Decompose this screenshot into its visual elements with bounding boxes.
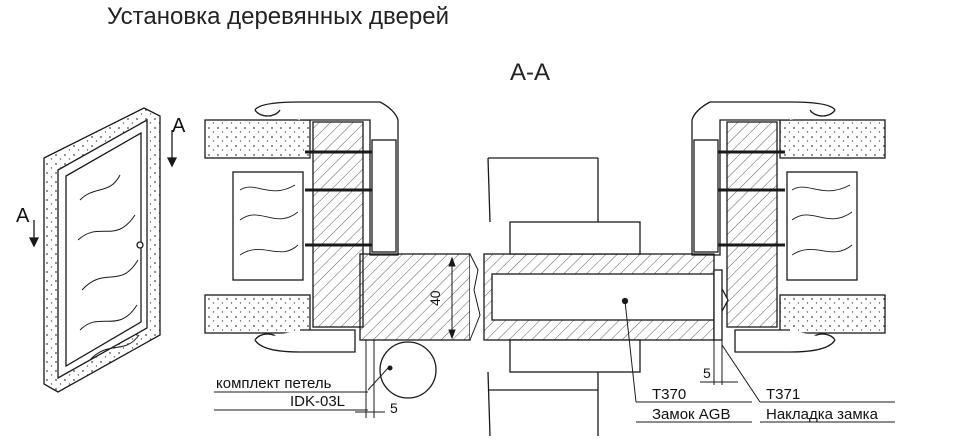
strike-name: Накладка замка [766, 406, 879, 423]
frame-section-left [204, 101, 399, 353]
lock-name: Замок AGB [652, 406, 730, 423]
dim-thickness: 40 [427, 290, 443, 306]
frame-section-right [691, 101, 886, 353]
seal-right-top [809, 109, 836, 117]
hinge-profile-left [371, 139, 397, 253]
lock-code: T370 [652, 386, 686, 403]
lock-body [491, 273, 715, 321]
wall-bottom-left [204, 294, 311, 334]
strike-profile-right [693, 139, 719, 253]
dim-gap-right: 5 [703, 365, 711, 381]
wall-top-right [779, 119, 886, 159]
handle-upper [509, 221, 641, 255]
section-label: А-А [510, 59, 551, 86]
door-perspective [28, 107, 178, 393]
page-title: Установка деревянных дверей [107, 3, 449, 30]
section-mark-top: А [172, 115, 186, 137]
frame-post-right [726, 121, 778, 328]
hinge-detail-circle [379, 341, 437, 399]
strike-code: T371 [766, 386, 800, 403]
strike-plate [713, 269, 723, 341]
wall-bottom-right [779, 294, 886, 334]
hinge-label: комплект петель [216, 375, 332, 392]
section-mark-left: А [16, 205, 30, 227]
wooden-block-right [786, 171, 858, 281]
hinge-model: IDK-03L [290, 393, 345, 410]
wall-top-left [204, 119, 311, 159]
door-leaf-section [359, 157, 729, 437]
callout-lines [214, 300, 895, 423]
dim-gap-left: 5 [390, 400, 398, 416]
door-handle [136, 241, 144, 249]
dimension-lines [355, 256, 738, 418]
frame-post-left [312, 121, 364, 328]
handle-lower [509, 339, 641, 373]
seal-left-top [254, 109, 281, 117]
